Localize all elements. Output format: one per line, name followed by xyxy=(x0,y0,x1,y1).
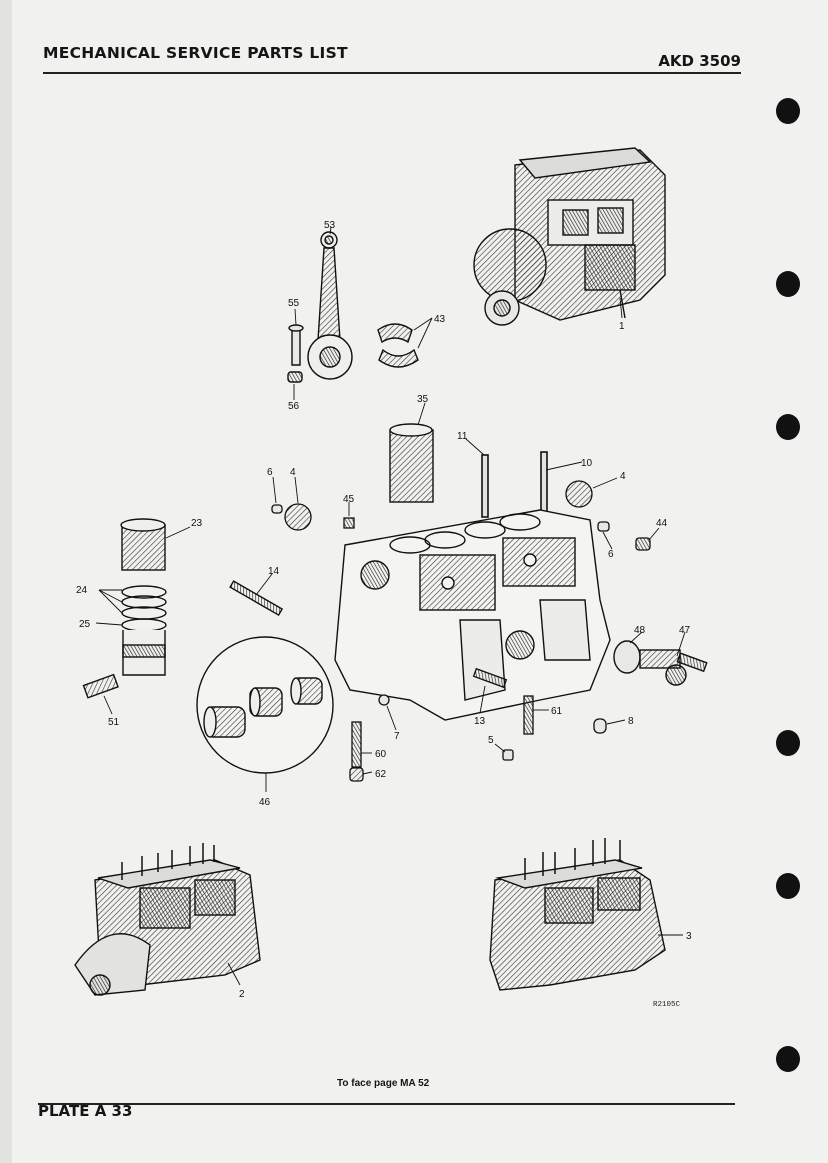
callout-10: 10 xyxy=(581,458,593,469)
punch-hole xyxy=(776,271,800,297)
callout-11: 11 xyxy=(457,431,468,442)
callout-2: 2 xyxy=(239,989,245,1000)
page-title: MECHANICAL SERVICE PARTS LIST xyxy=(43,44,348,62)
callout-62: 62 xyxy=(375,769,387,780)
complete-engine xyxy=(473,147,666,326)
plate-label: PLATE A 33 xyxy=(38,1102,133,1120)
core-plugs xyxy=(271,480,651,551)
callout-6b: 6 xyxy=(608,549,614,560)
callout-47: 47 xyxy=(679,625,691,636)
document-reference: AKD 3509 xyxy=(658,52,741,70)
callout-25: 25 xyxy=(79,619,91,630)
callout-60: 60 xyxy=(375,749,387,760)
callout-53: 53 xyxy=(324,220,336,231)
face-page-note: To face page MA 52 xyxy=(337,1078,430,1089)
punch-hole xyxy=(776,414,800,440)
reference-prefix: AKD xyxy=(658,52,695,70)
reference-number: 3509 xyxy=(699,52,741,70)
punch-hole xyxy=(776,1046,800,1072)
callout-5: 5 xyxy=(488,735,494,746)
punch-hole xyxy=(776,98,800,124)
camshaft-tube xyxy=(229,580,284,617)
callout-7: 7 xyxy=(394,731,400,742)
callout-4b: 4 xyxy=(620,471,626,482)
callout-4: 4 xyxy=(290,467,296,478)
callout-51: 51 xyxy=(108,717,120,728)
callout-labels: 1 2 3 4 4 5 6 6 7 8 10 11 13 14 23 24 25… xyxy=(76,220,692,1009)
callout-6: 6 xyxy=(267,467,273,478)
callout-24: 24 xyxy=(76,585,88,596)
callout-14: 14 xyxy=(268,566,280,577)
footer-rule xyxy=(38,1103,735,1105)
page-edge xyxy=(0,0,12,1163)
callout-8: 8 xyxy=(628,716,634,727)
cylinder-liner xyxy=(389,423,434,503)
callout-13: 13 xyxy=(474,716,486,727)
callout-3: 3 xyxy=(686,931,692,942)
callout-56: 56 xyxy=(288,401,300,412)
cylinder-block xyxy=(334,509,611,721)
callout-45: 45 xyxy=(343,494,355,505)
callout-61: 61 xyxy=(551,706,563,717)
callout-44: 44 xyxy=(656,518,668,529)
small-studs-and-plugs xyxy=(349,667,607,782)
callout-43: 43 xyxy=(434,314,446,325)
callout-55: 55 xyxy=(288,298,300,309)
leader-lines xyxy=(95,226,686,986)
engine-block-assembly xyxy=(489,838,666,991)
callout-35: 35 xyxy=(417,394,429,405)
engine-with-timing-cover xyxy=(74,843,261,996)
punch-hole xyxy=(776,873,800,899)
callout-23: 23 xyxy=(191,518,203,529)
header-rule xyxy=(43,72,741,74)
drain-tap xyxy=(613,640,708,686)
callout-46: 46 xyxy=(259,797,271,808)
piston-assembly xyxy=(82,518,167,699)
studs xyxy=(481,451,548,519)
connecting-rod-group xyxy=(287,231,419,383)
drawing-code: R2105C xyxy=(653,1001,681,1009)
callout-1: 1 xyxy=(619,321,625,332)
punch-hole xyxy=(776,730,800,756)
camshaft-bearings-inset xyxy=(196,636,334,774)
callout-48: 48 xyxy=(634,625,646,636)
